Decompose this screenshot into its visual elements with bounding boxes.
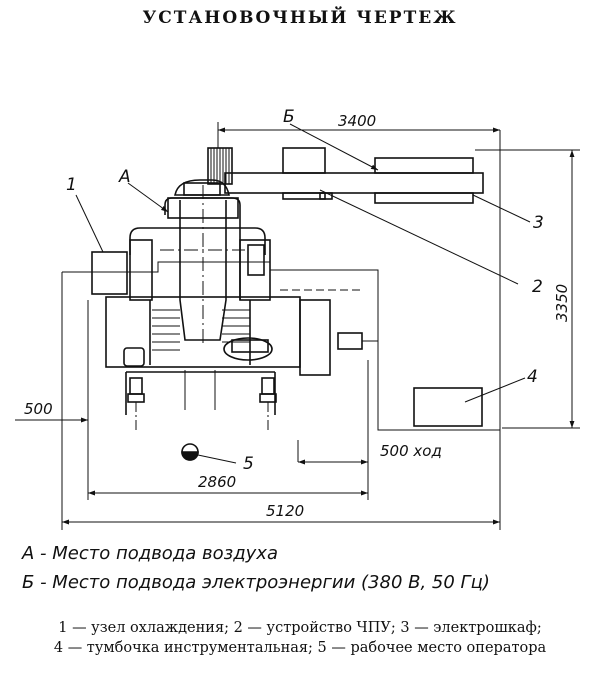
callout-5: 5 (243, 454, 254, 474)
spindle-head (160, 179, 245, 345)
dim-3350-label: 3350 (553, 284, 571, 322)
cooling-unit (91, 251, 128, 295)
callout-3: 3 (533, 213, 544, 233)
cnc-unit-arm (224, 147, 484, 200)
callout-2: 2 (532, 277, 543, 297)
dim-3400-label: 3400 (338, 112, 376, 130)
legend: 1 — узел охлаждения; 2 — устройство ЧПУ;… (0, 618, 600, 658)
operator-position-marker (181, 443, 199, 461)
callout-a: А (118, 167, 131, 187)
electrical-cabinet (374, 157, 474, 204)
note-air-supply: А - Место подвода воздуха (22, 543, 278, 564)
callout-4: 4 (527, 367, 538, 387)
legend-line-2: 4 — тумбочка инструментальная; 5 — рабоч… (53, 640, 547, 656)
callout-b: Б (283, 107, 295, 127)
note-power-supply: Б - Место подвода электроэнергии (380 В,… (22, 572, 490, 593)
legend-line-1: 1 — узел охлаждения; 2 — устройство ЧПУ;… (58, 620, 542, 636)
page-title: УСТАНОВОЧНЫЙ ЧЕРТЕЖ (142, 8, 458, 28)
dim-500-label: 500 (24, 400, 53, 418)
machine-base (125, 370, 277, 430)
machine-body (105, 227, 378, 376)
dim-500-travel-label: 500 ход (380, 442, 442, 460)
dim-5120-label: 5120 (266, 502, 304, 520)
spindle-motor (207, 147, 233, 185)
dim-2860-label: 2860 (198, 473, 236, 491)
floor-zone-outline (61, 130, 501, 530)
tool-cabinet (413, 387, 483, 427)
callout-1: 1 (66, 175, 77, 195)
